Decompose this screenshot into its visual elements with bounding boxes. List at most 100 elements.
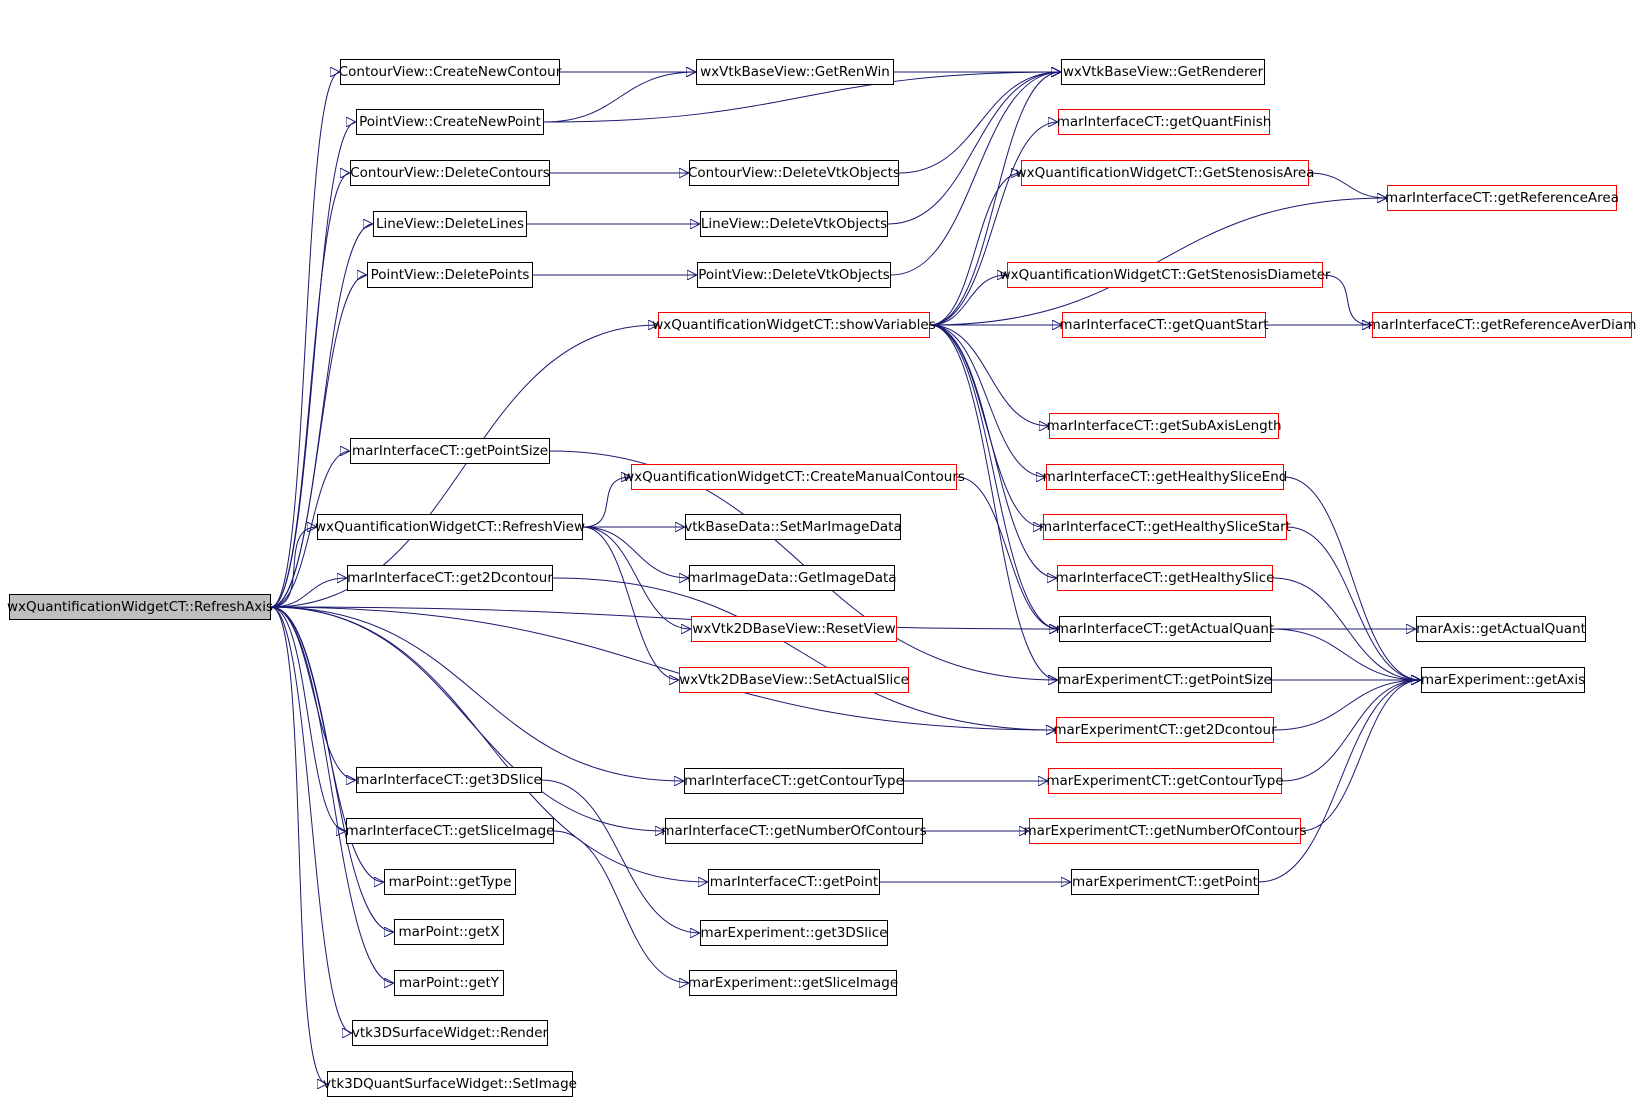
call-edge (270, 527, 317, 608)
node-create-new-point[interactable]: PointView::CreateNewPoint (356, 109, 544, 135)
call-edge (270, 606, 1056, 730)
node-axis-get-actual-quant[interactable]: marAxis::getActualQuant (1416, 616, 1586, 642)
call-edge (929, 198, 1387, 326)
node-contour-delete-vtk[interactable]: ContourView::DeleteVtkObjects (688, 160, 900, 186)
call-edge (929, 324, 1058, 680)
node-delete-contours[interactable]: ContourView::DeleteContours (350, 160, 550, 186)
node-get-stenosis-diameter[interactable]: wxQuantificationWidgetCT::GetStenosisDia… (1000, 262, 1330, 288)
call-edge (582, 526, 689, 578)
node-get-contour-type[interactable]: marInterfaceCT::getContourType (684, 768, 904, 794)
call-edge (887, 72, 1061, 225)
call-edge (543, 72, 1061, 123)
node-get-ren-win[interactable]: wxVtkBaseView::GetRenWin (696, 59, 894, 85)
node-create-new-contour[interactable]: ContourView::CreateNewContour (339, 59, 561, 85)
call-edge (582, 477, 631, 528)
call-edge (582, 526, 679, 680)
node-experiment-get-3d-slice[interactable]: marExperiment::get3DSlice (700, 920, 888, 946)
call-edge (270, 606, 1059, 629)
node-get-healthy-slice-end[interactable]: marInterfaceCT::getHealthySliceEnd (1043, 464, 1287, 490)
call-edge (1258, 680, 1421, 883)
node-line-delete-vtk[interactable]: LineView::DeleteVtkObjects (700, 211, 888, 237)
node-get-sub-axis-length[interactable]: marInterfaceCT::getSubAxisLength (1046, 413, 1282, 439)
call-edge (270, 606, 356, 780)
call-edge (552, 577, 1056, 730)
call-edge (1270, 628, 1421, 680)
node-delete-lines[interactable]: LineView::DeleteLines (373, 211, 527, 237)
call-edge (270, 606, 665, 831)
node-experiment-ct-get-point-size[interactable]: marExperimentCT::getPointSize (1058, 667, 1272, 693)
node-experiment-get-axis[interactable]: marExperiment::getAxis (1421, 667, 1585, 693)
node-set-actual-slice[interactable]: wxVtk2DBaseView::SetActualSlice (679, 667, 909, 693)
call-edge (582, 526, 691, 629)
node-get-2d-contour[interactable]: marInterfaceCT::get2Dcontour (347, 565, 553, 591)
node-experiment-ct-get-2d-contour[interactable]: marExperimentCT::get2Dcontour (1053, 717, 1277, 743)
node-get-healthy-slice-start[interactable]: marInterfaceCT::getHealthySliceStart (1039, 514, 1291, 540)
call-edge (1283, 476, 1421, 680)
node-marpoint-get-x[interactable]: marPoint::getX (394, 919, 504, 945)
node-root: wxQuantificationWidgetCT::RefreshAxis (7, 594, 273, 620)
call-edge (1281, 680, 1421, 782)
call-edge (1272, 577, 1421, 680)
call-edge (270, 578, 347, 608)
call-edge (270, 606, 394, 983)
call-edge (929, 324, 1057, 578)
node-experiment-ct-get-point[interactable]: marExperimentCT::getPoint (1071, 869, 1259, 895)
call-edge (929, 173, 1021, 326)
node-get-actual-quant[interactable]: marInterfaceCT::getActualQuant (1056, 616, 1274, 642)
call-edge (1273, 680, 1421, 731)
call-edge (270, 72, 341, 608)
call-edge (956, 476, 1059, 629)
node-experiment-get-slice-image[interactable]: marExperiment::getSliceImage (688, 970, 898, 996)
node-get-quant-start[interactable]: marInterfaceCT::getQuantStart (1059, 312, 1269, 338)
node-marpoint-get-type[interactable]: marPoint::getType (384, 869, 516, 895)
node-get-reference-area[interactable]: marInterfaceCT::getReferenceArea (1385, 185, 1619, 211)
call-edge (270, 606, 353, 1033)
call-edge (270, 606, 347, 831)
node-get-point[interactable]: marInterfaceCT::getPoint (708, 869, 880, 895)
call-edge (543, 72, 696, 123)
node-get-slice-image[interactable]: marInterfaceCT::getSliceImage (346, 818, 554, 844)
call-edge (929, 324, 1049, 426)
call-edge (270, 325, 658, 608)
call-edge (929, 72, 1061, 326)
node-surface-set-image[interactable]: vtk3DQuantSurfaceWidget::SetImage (323, 1071, 577, 1097)
call-edge (270, 606, 684, 781)
node-experiment-ct-get-contour-type[interactable]: marExperimentCT::getContourType (1046, 768, 1284, 794)
call-edge (270, 173, 351, 608)
node-get-quant-finish[interactable]: marInterfaceCT::getQuantFinish (1057, 109, 1271, 135)
call-edge (1300, 680, 1421, 832)
node-get-3d-slice[interactable]: marInterfaceCT::get3DSlice (356, 767, 542, 793)
call-edge (929, 122, 1058, 326)
node-get-healthy-slice[interactable]: marInterfaceCT::getHealthySlice (1056, 565, 1275, 591)
call-edge (541, 779, 700, 933)
node-surface-render[interactable]: vtk3DSurfaceWidget::Render (352, 1020, 548, 1046)
node-refresh-view[interactable]: wxQuantificationWidgetCT::RefreshView (315, 514, 585, 540)
call-edge (270, 606, 328, 1084)
call-edge (553, 830, 689, 983)
node-reset-view[interactable]: wxVtk2DBaseView::ResetView (691, 616, 897, 642)
call-edge (929, 275, 1007, 326)
call-edge (1322, 274, 1372, 325)
node-experiment-ct-get-number-of-contours[interactable]: marExperimentCT::getNumberOfContours (1024, 818, 1307, 844)
call-edge (890, 72, 1061, 276)
node-get-renderer[interactable]: wxVtkBaseView::GetRenderer (1061, 59, 1265, 85)
node-get-point-size[interactable]: marInterfaceCT::getPointSize (350, 438, 550, 464)
call-edge (270, 275, 367, 608)
node-get-image-data[interactable]: marImageData::GetImageData (687, 565, 897, 591)
node-create-manual-contours[interactable]: wxQuantificationWidgetCT::CreateManualCo… (623, 464, 965, 490)
node-show-variables[interactable]: wxQuantificationWidgetCT::showVariables (652, 312, 936, 338)
call-edge (1308, 172, 1387, 198)
call-edge (898, 72, 1061, 174)
node-get-reference-aver-diam[interactable]: marInterfaceCT::getReferenceAverDiam (1368, 312, 1636, 338)
call-edge (270, 606, 708, 882)
node-point-delete-vtk[interactable]: PointView::DeleteVtkObjects (697, 262, 891, 288)
call-edge (929, 324, 1059, 629)
node-delete-points[interactable]: PointView::DeletePoints (367, 262, 533, 288)
node-get-stenosis-area[interactable]: wxQuantificationWidgetCT::GetStenosisAre… (1016, 160, 1314, 186)
node-marpoint-get-y[interactable]: marPoint::getY (394, 970, 504, 996)
call-edge (270, 606, 394, 932)
call-edge (1286, 526, 1421, 680)
node-set-mar-image-data[interactable]: vtkBaseData::SetMarImageData (684, 514, 902, 540)
node-get-number-of-contours[interactable]: marInterfaceCT::getNumberOfContours (661, 818, 927, 844)
